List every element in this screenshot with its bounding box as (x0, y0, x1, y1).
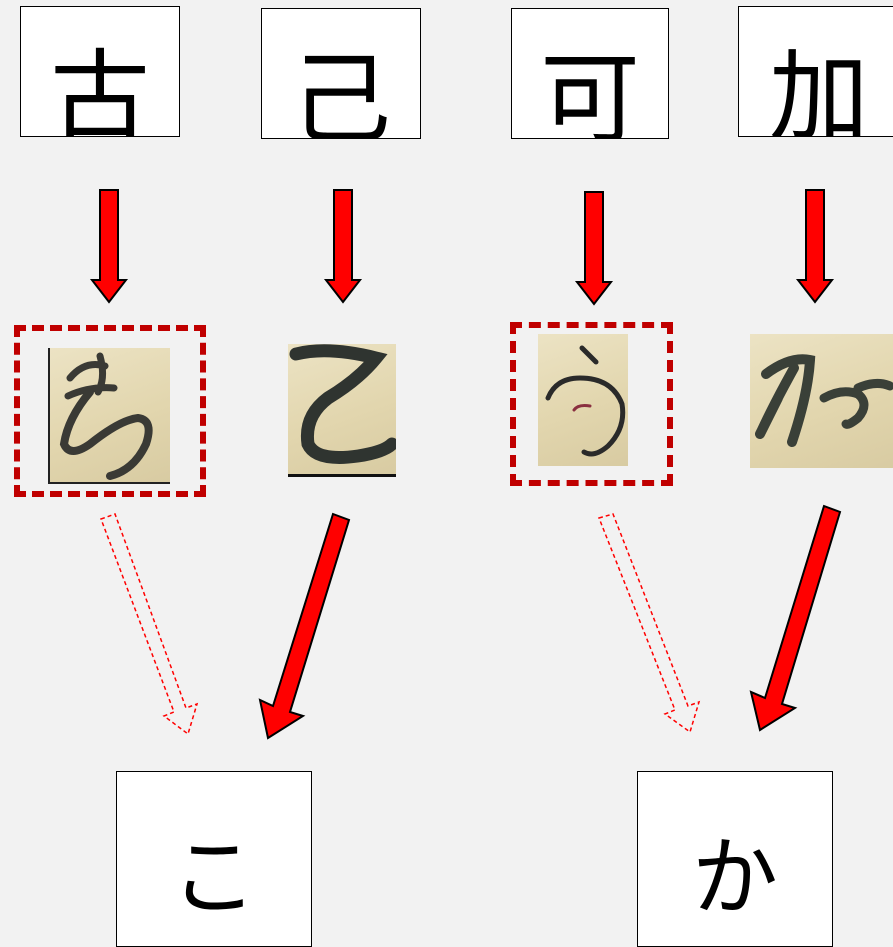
hiragana-ka-char: か (692, 828, 778, 928)
kanji-box-ka-add: 加 (738, 6, 893, 137)
kuzushiji-ko-self-glyph (289, 344, 396, 464)
kanji-box-ko-old: 古 (20, 6, 180, 137)
hiragana-ko-char: こ (171, 828, 257, 928)
diagonal-arrow-ko (258, 512, 351, 740)
kuzushiji-scan-ka-can (538, 334, 628, 466)
highlight-frame-ko-old (14, 325, 206, 497)
kanji-ka-add-char: 加 (769, 39, 869, 137)
kanji-ko-self-char: 己 (291, 41, 391, 139)
down-arrow-4 (795, 189, 835, 304)
kanji-ka-can-char: 可 (540, 41, 640, 139)
highlight-frame-ka-can (510, 322, 673, 486)
kanji-box-ko-self: 己 (261, 8, 421, 139)
down-arrow-2 (323, 189, 363, 304)
dashed-arrow-ko (100, 513, 199, 736)
kuzushiji-scan-ka-add (750, 334, 893, 468)
kanji-box-ka-can: 可 (511, 8, 669, 139)
kuzushiji-scan-ko-self (288, 344, 396, 477)
dashed-arrow-ka (597, 513, 701, 734)
down-arrow-3 (574, 191, 614, 306)
kuzushiji-ka-can-glyph (545, 345, 626, 457)
diagonal-arrow-ka (749, 504, 842, 732)
kanji-ko-old-char: 古 (50, 39, 150, 137)
kuzushiji-scan-ko-old (48, 348, 170, 484)
down-arrow-1 (89, 189, 129, 304)
hiragana-box-ka: か (637, 771, 833, 947)
hiragana-box-ko: こ (116, 771, 312, 947)
kuzushiji-ko-old-glyph (59, 352, 153, 480)
kuzushiji-ka-add-glyph (755, 354, 893, 447)
